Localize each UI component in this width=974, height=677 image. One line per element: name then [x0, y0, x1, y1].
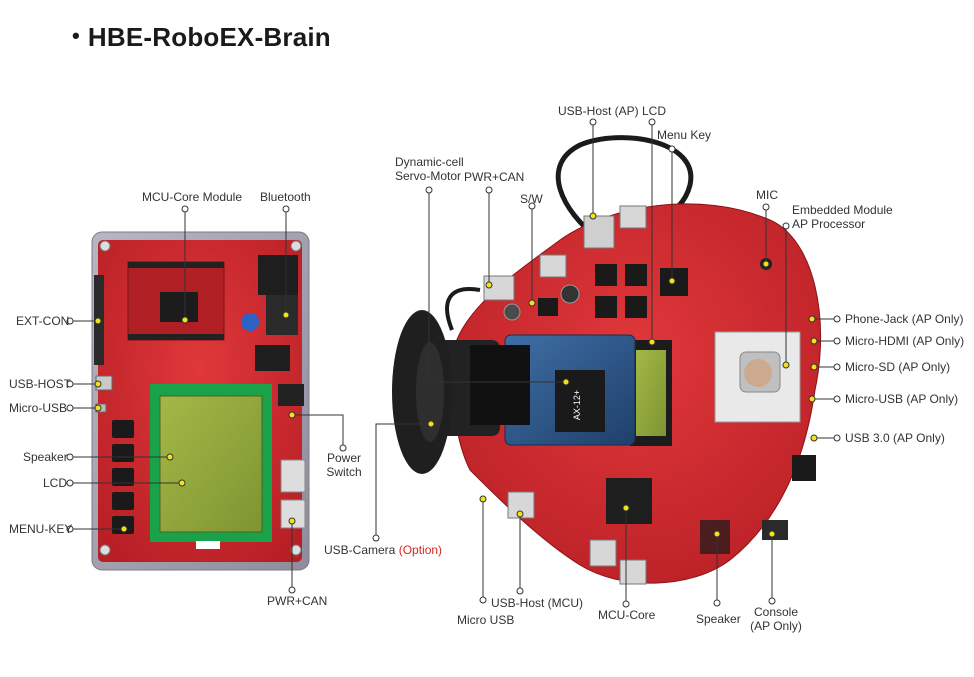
title-bullet: • [72, 23, 80, 48]
label-menu-key-robot: Menu Key [657, 128, 712, 142]
label-sw: S/W [520, 192, 543, 206]
label-console: Console (AP Only) [748, 605, 804, 633]
robot-body: AX-12+ [392, 135, 822, 585]
label-micro-usb-ap: Micro-USB (AP Only) [845, 392, 959, 406]
page-title-text: HBE-RoboEX-Brain [87, 22, 331, 52]
label-micro-usb-robot: Micro USB [457, 613, 515, 627]
label-power-switch-line1: Power [326, 451, 361, 465]
callout-dots [94, 212, 818, 538]
label-bluetooth: Bluetooth [260, 190, 311, 204]
label-usb-camera-option: (Option) [398, 543, 443, 557]
label-anchors [66, 118, 841, 608]
label-lcd: LCD [43, 476, 68, 490]
label-power-switch-line2: Switch [326, 465, 362, 479]
label-mcu-core: MCU-Core [598, 608, 656, 622]
label-usb-host-ap: USB-Host (AP) [558, 104, 639, 118]
leader-lines [70, 122, 837, 604]
label-embedded-line2: AP Processor [792, 217, 866, 231]
label-usb-camera-text: USB-Camera [324, 543, 396, 557]
label-console-line2: (AP Only) [750, 619, 802, 633]
label-micro-hdmi: Micro-HDMI (AP Only) [845, 334, 965, 348]
label-menu-key: MENU-KEY [9, 522, 73, 536]
label-power-switch: Power Switch [322, 451, 366, 479]
label-mcu-core-module: MCU-Core Module [142, 190, 243, 204]
label-console-line1: Console [753, 605, 799, 619]
controller-board [91, 231, 310, 571]
label-usb-camera: USB-Camera (Option) [324, 543, 442, 557]
label-usb3: USB 3.0 (AP Only) [845, 431, 945, 445]
label-micro-usb: Micro-USB [9, 401, 68, 415]
label-micro-sd: Micro-SD (AP Only) [845, 360, 951, 374]
servo-model-text: AX-12+ [572, 390, 582, 420]
label-mic: MIC [756, 188, 778, 202]
label-usb-host-mcu: USB-Host (MCU) [491, 596, 583, 610]
label-ext-con: EXT-CON [16, 314, 70, 328]
label-speaker: Speaker [23, 450, 68, 464]
label-pwr-can-robot: PWR+CAN [464, 170, 525, 184]
label-phone-jack: Phone-Jack (AP Only) [845, 312, 964, 326]
label-usb-host: USB-HOST [9, 377, 72, 391]
label-servo-line2: Servo-Motor [395, 169, 462, 183]
page-title: • HBE-RoboEX-Brain [72, 22, 331, 53]
label-embedded-module: Embedded Module AP Processor [792, 203, 893, 231]
label-embedded-line1: Embedded Module [792, 203, 893, 217]
label-pwr-can-left: PWR+CAN [267, 594, 328, 608]
label-servo-motor: Dynamic-cell Servo-Motor [395, 155, 464, 183]
label-lcd-robot: LCD [642, 104, 667, 118]
label-speaker-robot: Speaker [696, 612, 741, 626]
label-servo-line1: Dynamic-cell [395, 155, 464, 169]
